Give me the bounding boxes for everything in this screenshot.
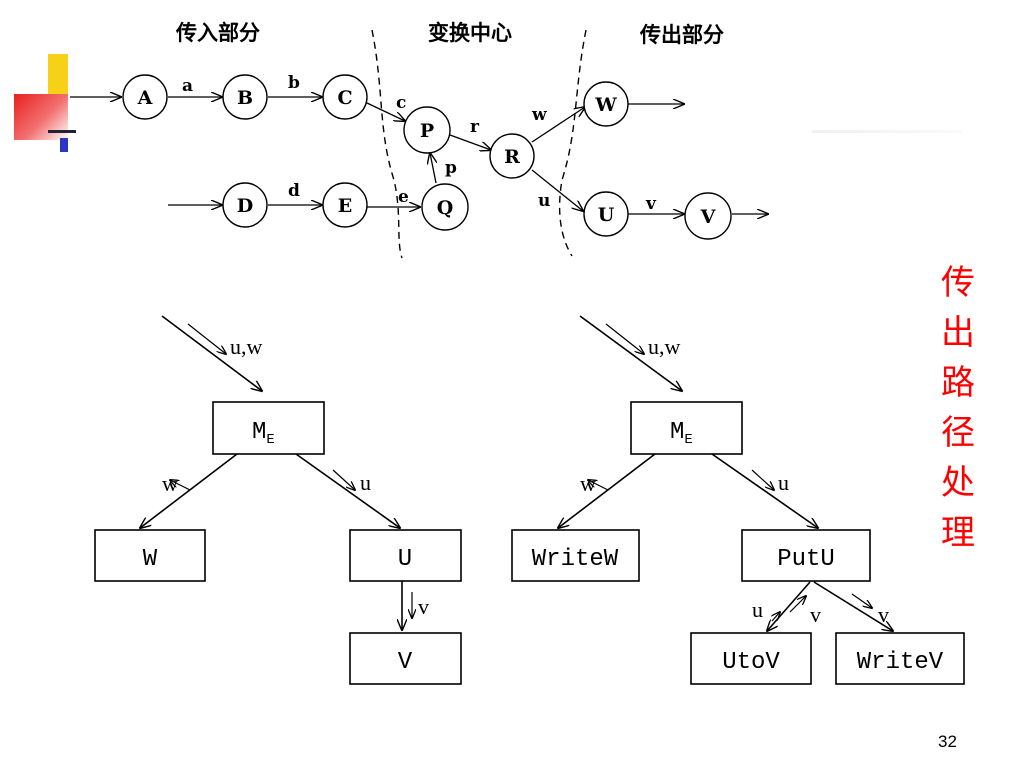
svg-text:R: R [504, 146, 520, 168]
left-flow-u [332, 469, 355, 490]
left-box-u-label: U [398, 546, 412, 573]
right-box-writev-label: WriteV [857, 649, 944, 676]
right-box-writev [835, 632, 965, 685]
edge-label-v: v [645, 194, 657, 214]
left-edge-w-label: w [162, 471, 178, 496]
right-in-flow-arrow [605, 323, 644, 354]
right-root-label: ME [670, 419, 693, 448]
edge-label-b: b [288, 73, 300, 93]
right-edge-w-label: w [580, 471, 596, 496]
left-root-box [212, 401, 325, 455]
right-root-box [630, 401, 743, 455]
svg-text:V: V [700, 206, 717, 228]
left-in-flow-arrow [187, 323, 226, 354]
svg-text:C: C [337, 87, 352, 109]
edge-label-r: r [470, 117, 480, 137]
right-edge-w [558, 453, 656, 528]
left-edge-v-label: v [418, 594, 429, 619]
right-edge-u-small-label: u [752, 597, 763, 622]
node-r: R [489, 133, 535, 179]
left-in-arrow [161, 315, 262, 391]
left-box-w [94, 529, 206, 582]
right-edge-u-label: u [778, 470, 789, 495]
page-number: 32 [938, 732, 957, 751]
left-box-w-label: W [143, 546, 158, 573]
node-u: U [583, 191, 629, 237]
right-flow-u [751, 469, 774, 490]
edge-r [449, 134, 491, 150]
right-flow-v-up [789, 596, 806, 613]
left-flow-w [170, 480, 191, 491]
svg-text:U: U [598, 204, 615, 226]
node-q: Q [421, 183, 469, 231]
edge-label-d: d [288, 181, 300, 201]
right-flow-u-down [772, 612, 780, 622]
left-box-v [349, 632, 462, 685]
right-structure-tree: u,w ME w u WriteW PutU u v v UtoV WriteV [511, 315, 965, 685]
decor-blue-block [60, 138, 68, 152]
svg-text:D: D [237, 195, 253, 217]
left-in-label: u,w [230, 334, 263, 359]
right-box-writew [511, 529, 640, 582]
left-edge-u-label: u [360, 470, 371, 495]
node-p: P [403, 106, 451, 154]
top-flow-diagram: 传入部分 变换中心 传出部分 a b c d e p r w u v [70, 21, 768, 259]
right-in-label: u,w [648, 334, 681, 359]
node-b: B [222, 74, 268, 120]
right-box-putu [741, 529, 871, 582]
left-edge-u [295, 453, 400, 528]
left-edge-w [140, 453, 238, 528]
left-structure-tree: u,w ME w u W U v V [94, 315, 462, 685]
svg-text:B: B [237, 87, 253, 109]
boundary-left-curve [371, 29, 403, 259]
right-box-utov [690, 632, 812, 685]
section-output-label: 传出部分 [639, 23, 724, 47]
edge-label-w: w [531, 105, 547, 125]
right-edge-to-utov [767, 581, 811, 631]
svg-text:P: P [420, 120, 434, 142]
edge-p [430, 153, 436, 184]
node-c: C [322, 74, 368, 120]
node-w: W [583, 81, 629, 127]
edge-label-p: p [445, 158, 457, 178]
right-flow-v2 [851, 593, 872, 608]
side-title: 传出路径处理 [941, 263, 975, 553]
decor-dark-line [48, 130, 76, 133]
svg-text:E: E [338, 195, 352, 217]
edge-label-u: u [538, 191, 550, 211]
left-root-label: ME [252, 419, 275, 448]
svg-text:Q: Q [437, 197, 454, 219]
decor-yellow-block [48, 54, 68, 98]
boundary-right-curve [558, 29, 587, 257]
svg-text:A: A [137, 87, 153, 109]
node-e: E [322, 182, 368, 228]
edge-label-e: e [398, 187, 409, 207]
edge-label-a: a [182, 76, 193, 96]
right-edge-to-writev [813, 581, 893, 631]
svg-text:W: W [594, 94, 617, 116]
right-edge-u [711, 453, 818, 528]
left-box-v-label: V [398, 649, 413, 676]
section-transform-label: 变换中心 [428, 21, 512, 45]
right-box-putu-label: PutU [777, 546, 835, 573]
decor-right-line [812, 130, 962, 133]
right-box-writew-label: WriteW [532, 546, 619, 573]
right-in-arrow [579, 315, 682, 391]
edge-c [366, 102, 405, 121]
right-edge-v2-label: v [878, 602, 889, 627]
right-box-utov-label: UtoV [722, 649, 780, 676]
node-a: A [122, 74, 168, 120]
right-edge-v1-label: v [810, 602, 821, 627]
edge-u [531, 169, 583, 211]
edge-label-c: c [396, 93, 406, 113]
left-box-u [349, 529, 462, 582]
node-d: D [222, 182, 268, 228]
edge-w [531, 107, 585, 143]
node-v: V [684, 192, 732, 240]
section-input-label: 传入部分 [175, 21, 260, 45]
right-flow-w [588, 480, 609, 491]
